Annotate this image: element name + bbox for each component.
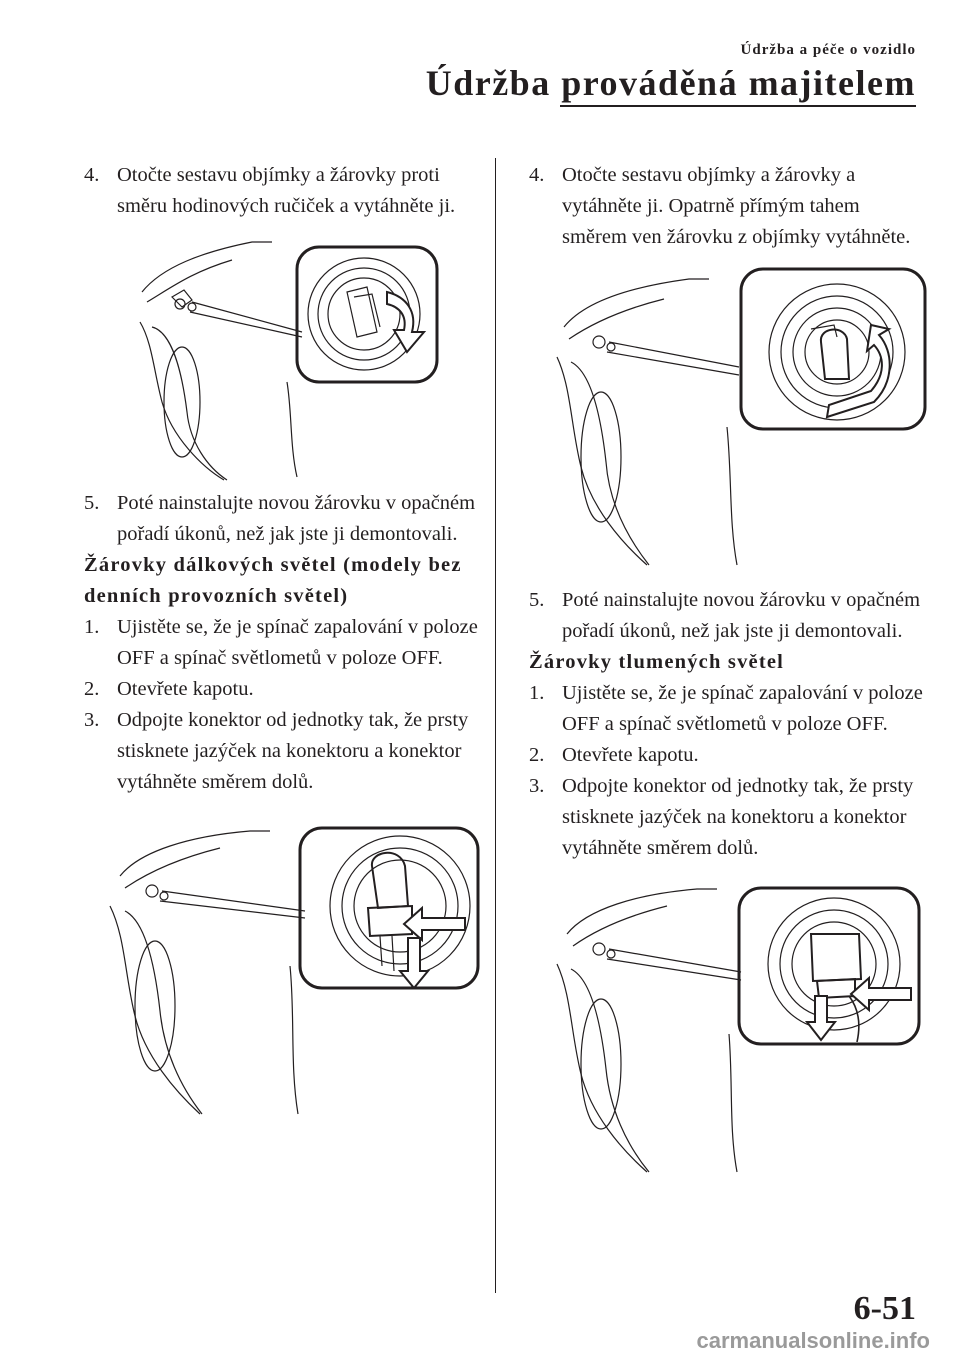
right-step-1: 1. Ujistěte se, že je spínač zapalování …	[529, 678, 929, 740]
figure-remove-bulb	[549, 267, 929, 567]
column-divider	[495, 158, 496, 1293]
section-heading-high-beam: Žárovky dálkových světel (modely bez den…	[84, 554, 462, 607]
right-column: 4. Otočte sestavu objímky a žárovky a vy…	[529, 160, 929, 1174]
left-step-2: 2. Otevřete kapotu.	[84, 674, 484, 705]
left-step-5: 5. Poté nainstalujte novou žárovku v opa…	[84, 488, 484, 550]
left-step-3: 3. Odpojte konektor od jednotky tak, že …	[84, 705, 484, 798]
step-number: 4.	[529, 164, 545, 186]
step-number: 5.	[84, 492, 100, 514]
left-step-4: 4. Otočte sestavu objímky a žárovky prot…	[84, 160, 484, 222]
step-number: 3.	[84, 709, 100, 731]
step-number: 2.	[529, 744, 545, 766]
step-text: Otevřete kapotu.	[117, 678, 254, 700]
step-text: Odpojte konektor od jednotky tak, že prs…	[562, 775, 914, 859]
figure-disconnect-connector	[100, 826, 484, 1116]
step-text: Poté nainstalujte novou žárovku v opačné…	[562, 589, 921, 642]
step-number: 1.	[84, 616, 100, 638]
right-step-2: 2. Otevřete kapotu.	[529, 740, 929, 771]
step-number: 1.	[529, 682, 545, 704]
section-header: Údržba a péče o vozidlo	[740, 42, 916, 58]
right-step-4: 4. Otočte sestavu objímky a žárovky a vy…	[529, 160, 929, 253]
right-step-5: 5. Poté nainstalujte novou žárovku v opa…	[529, 585, 929, 647]
page-number: 6-51	[853, 1290, 916, 1327]
figure-rotate-socket	[132, 232, 484, 482]
left-step-1: 1. Ujistěte se, že je spínač zapalování …	[84, 612, 484, 674]
header-rule	[560, 105, 916, 107]
step-number: 4.	[84, 164, 100, 186]
step-text: Ujistěte se, že je spínač zapalování v p…	[562, 682, 923, 735]
step-text: Poté nainstalujte novou žárovku v opačné…	[117, 492, 476, 545]
section-heading-low-beam: Žárovky tlumených světel	[529, 651, 785, 673]
watermark: carmanualsonline.info	[696, 1328, 931, 1353]
step-text: Otočte sestavu objímky a žárovky proti s…	[117, 164, 456, 217]
left-column: 4. Otočte sestavu objímky a žárovky prot…	[84, 160, 484, 1116]
step-number: 5.	[529, 589, 545, 611]
step-number: 3.	[529, 775, 545, 797]
step-number: 2.	[84, 678, 100, 700]
figure-disconnect-connector-low-beam	[549, 884, 929, 1174]
step-text: Otočte sestavu objímky a žárovky a vytáh…	[562, 164, 911, 248]
step-text: Otevřete kapotu.	[562, 744, 699, 766]
right-step-3: 3. Odpojte konektor od jednotky tak, že …	[529, 771, 929, 864]
step-text: Odpojte konektor od jednotky tak, že prs…	[117, 709, 469, 793]
step-text: Ujistěte se, že je spínač zapalování v p…	[117, 616, 478, 669]
page-title: Údržba prováděná majitelem	[425, 63, 916, 103]
